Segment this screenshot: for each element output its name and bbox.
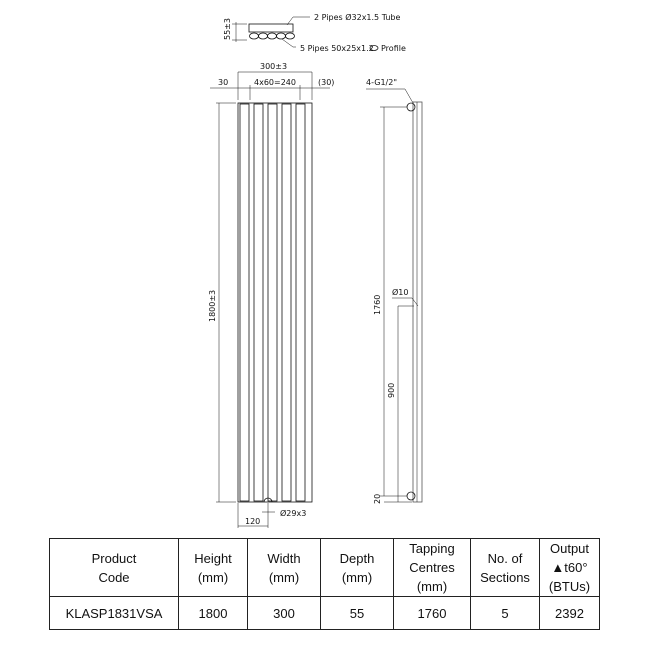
header-sections: No. of Sections bbox=[470, 538, 540, 597]
profile-symbol-icon bbox=[369, 45, 379, 51]
cell-output: 2392 bbox=[539, 596, 600, 630]
tapping-dim-label: 1760 bbox=[373, 295, 382, 315]
header-height: Height (mm) bbox=[178, 538, 248, 597]
side-profile bbox=[412, 101, 423, 503]
header-product-code: Product Code bbox=[49, 538, 179, 597]
pipe-note: 2 Pipes Ø32x1.5 Tube bbox=[314, 12, 401, 22]
outlet-dim-label: Ø29x3 bbox=[280, 508, 306, 518]
radiator-frame bbox=[237, 102, 313, 503]
radiator-profiles bbox=[239, 103, 306, 502]
bracket-height-label: 900 bbox=[387, 383, 396, 398]
header-depth: Depth (mm) bbox=[320, 538, 394, 597]
top-view-tube bbox=[248, 23, 294, 33]
profile-note: 5 Pipes 50x25x1.2 bbox=[300, 44, 374, 53]
cell-sections: 5 bbox=[470, 596, 540, 630]
width-dim-label: 300±3 bbox=[260, 62, 287, 71]
top-view-profiles bbox=[249, 32, 295, 40]
top-view: 55±3 2 Pipes Ø32x1.5 Tube 5 Pipes 50x25x… bbox=[223, 12, 406, 53]
bottom-thread-icon bbox=[406, 491, 416, 501]
profile-suffix: Profile bbox=[381, 44, 406, 53]
header-output: Output ▲t60° (BTUs) bbox=[539, 538, 600, 597]
depth-dim-label: 55±3 bbox=[223, 18, 232, 40]
spec-table-header-row: Product Code Height (mm) Width (mm) Dept… bbox=[49, 538, 600, 597]
thread-note: 4-G1/2" bbox=[366, 78, 397, 87]
spacing-dim-label: 4x60=240 bbox=[254, 78, 296, 87]
bottom-gap-label: 20 bbox=[373, 494, 382, 504]
bottom-offset-label: 120 bbox=[245, 517, 260, 526]
table-row: KLASP1831VSA 1800 300 55 1760 5 2392 bbox=[49, 596, 600, 630]
cell-depth: 55 bbox=[320, 596, 394, 630]
top-thread-icon bbox=[406, 102, 416, 112]
cell-height: 1800 bbox=[178, 596, 248, 630]
header-width: Width (mm) bbox=[247, 538, 321, 597]
right-margin-label: (30) bbox=[318, 78, 334, 87]
bracket-hole-label: Ø10 bbox=[392, 287, 408, 297]
cell-width: 300 bbox=[247, 596, 321, 630]
left-margin-label: 30 bbox=[218, 78, 228, 87]
front-view: 300±3 30 4x60=240 (30) 1800±3 120 Ø29x3 bbox=[208, 62, 334, 528]
cell-product-code: KLASP1831VSA bbox=[49, 596, 179, 630]
outlet-icon bbox=[263, 497, 273, 503]
header-tapping-centres: Tapping Centres (mm) bbox=[393, 538, 471, 597]
side-view: 4-G1/2" 1760 Ø10 900 20 bbox=[366, 78, 423, 504]
height-dim-label: 1800±3 bbox=[208, 290, 217, 322]
cell-tapping-centres: 1760 bbox=[393, 596, 471, 630]
technical-drawing: 55±3 2 Pipes Ø32x1.5 Tube 5 Pipes 50x25x… bbox=[208, 12, 423, 528]
spec-table: Product Code Height (mm) Width (mm) Dept… bbox=[49, 538, 600, 630]
